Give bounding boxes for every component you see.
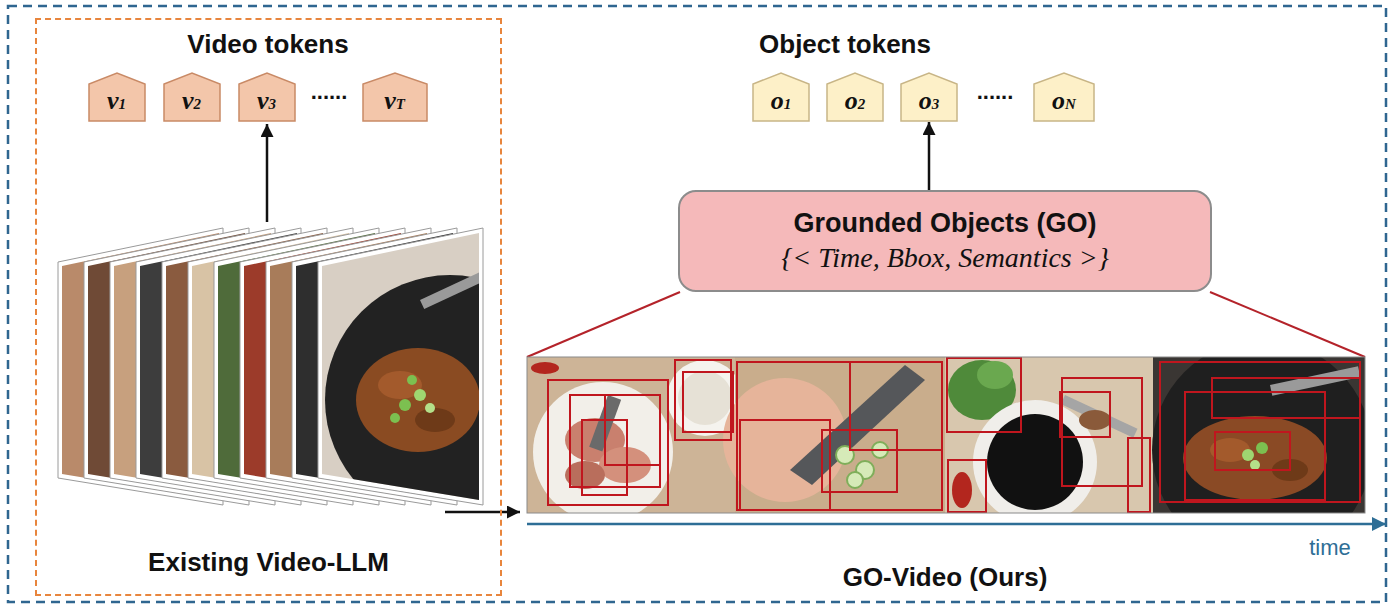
box-title: Grounded Objects (GO) bbox=[793, 207, 1096, 241]
ellipsis: ...... bbox=[835, 79, 1155, 105]
illustration-part bbox=[420, 270, 488, 309]
illustration-part bbox=[582, 420, 627, 495]
model-region: Existing Video-LLM v1 v2 v3 vT bbox=[35, 18, 502, 596]
illustration-part bbox=[678, 371, 732, 425]
illustration-part bbox=[987, 414, 1083, 510]
object-token: oN bbox=[1033, 72, 1095, 122]
illustration-part bbox=[1128, 438, 1150, 512]
illustration-part bbox=[740, 420, 830, 510]
illustration-part bbox=[790, 365, 925, 485]
illustration-part bbox=[533, 382, 673, 513]
illustration-part bbox=[1060, 392, 1110, 437]
strip-outline bbox=[527, 357, 1365, 513]
illustration-part bbox=[1215, 432, 1290, 470]
illustration-part bbox=[947, 358, 1021, 432]
illustration-part bbox=[973, 400, 1097, 513]
illustration-part bbox=[1183, 416, 1327, 500]
illustration-part bbox=[390, 413, 400, 423]
video-strip bbox=[527, 357, 1365, 513]
token-outline bbox=[901, 73, 957, 121]
illustration-part bbox=[415, 408, 455, 432]
illustration-part bbox=[399, 399, 411, 411]
illustration-part bbox=[531, 362, 559, 374]
illustration-part bbox=[850, 362, 942, 450]
section-heading: Object tokens bbox=[685, 29, 1005, 60]
upward-arrow bbox=[266, 124, 269, 222]
token-label: v3 bbox=[257, 85, 276, 116]
token-outline bbox=[1034, 73, 1094, 121]
illustration-part bbox=[683, 372, 733, 432]
timeline-arrow bbox=[527, 523, 1386, 526]
illustration-part bbox=[977, 361, 1013, 389]
token-label: v2 bbox=[182, 85, 201, 116]
illustration-part bbox=[945, 357, 1153, 513]
method-label: GO-Video (Ours) bbox=[785, 562, 1105, 593]
illustration-part bbox=[952, 472, 972, 508]
illustration-part bbox=[836, 446, 854, 464]
illustration-part bbox=[1062, 378, 1142, 486]
token-outline bbox=[363, 73, 427, 121]
token-label: v1 bbox=[107, 85, 126, 116]
axis-label: time bbox=[1170, 535, 1394, 561]
illustration-part bbox=[414, 389, 426, 401]
token-outline bbox=[239, 73, 295, 121]
box-formula: {< Time, Bbox, Semantics >} bbox=[781, 240, 1109, 275]
illustration-part bbox=[1079, 410, 1111, 430]
illustration-part bbox=[1250, 460, 1260, 470]
illustration-part bbox=[1160, 362, 1360, 502]
illustration-part bbox=[425, 403, 435, 413]
video-token: v1 bbox=[88, 72, 146, 122]
zoom-line bbox=[1210, 292, 1365, 357]
illustration-part bbox=[548, 380, 668, 505]
illustration-part bbox=[570, 395, 660, 487]
region-title: Existing Video-LLM bbox=[37, 547, 500, 578]
token-outline bbox=[827, 73, 883, 121]
token-label: o2 bbox=[845, 85, 866, 116]
illustration-part bbox=[847, 472, 863, 488]
illustration-part bbox=[1212, 378, 1360, 418]
connector-arrow bbox=[928, 122, 931, 190]
token-outline bbox=[753, 73, 809, 121]
illustration-part bbox=[822, 430, 897, 492]
token-label: o1 bbox=[771, 85, 792, 116]
video-token: v3 bbox=[238, 72, 296, 122]
token-label: oN bbox=[1052, 85, 1076, 116]
illustration-part bbox=[1061, 395, 1138, 438]
illustration-part bbox=[1256, 442, 1268, 454]
grounded-objects-box: Grounded Objects (GO){< Time, Bbox, Sema… bbox=[678, 190, 1212, 292]
illustration-part bbox=[605, 395, 660, 465]
grounding-boxes bbox=[548, 358, 1360, 512]
rightward-arrow bbox=[445, 511, 520, 514]
token-outline bbox=[164, 73, 220, 121]
outer-dashed-frame bbox=[8, 6, 1386, 602]
video-token: vT bbox=[362, 72, 428, 122]
ellipsis: ...... bbox=[169, 79, 489, 105]
illustration-part bbox=[948, 460, 986, 512]
section-heading: Video tokens bbox=[108, 29, 428, 60]
object-token: o3 bbox=[900, 72, 958, 122]
illustration-part bbox=[1152, 357, 1365, 513]
illustration-part bbox=[737, 362, 942, 510]
illustration-part bbox=[1242, 449, 1254, 461]
frame-stack bbox=[58, 228, 575, 525]
video-token: v2 bbox=[163, 72, 221, 122]
illustration-part bbox=[407, 375, 417, 385]
object-token: o1 bbox=[752, 72, 810, 122]
token-label: vT bbox=[384, 85, 405, 116]
zoom-line bbox=[527, 292, 680, 357]
object-token: o2 bbox=[826, 72, 884, 122]
illustration-part bbox=[1185, 392, 1325, 500]
illustration-part bbox=[356, 348, 480, 452]
token-label: o3 bbox=[919, 85, 940, 116]
token-outline bbox=[89, 73, 145, 121]
